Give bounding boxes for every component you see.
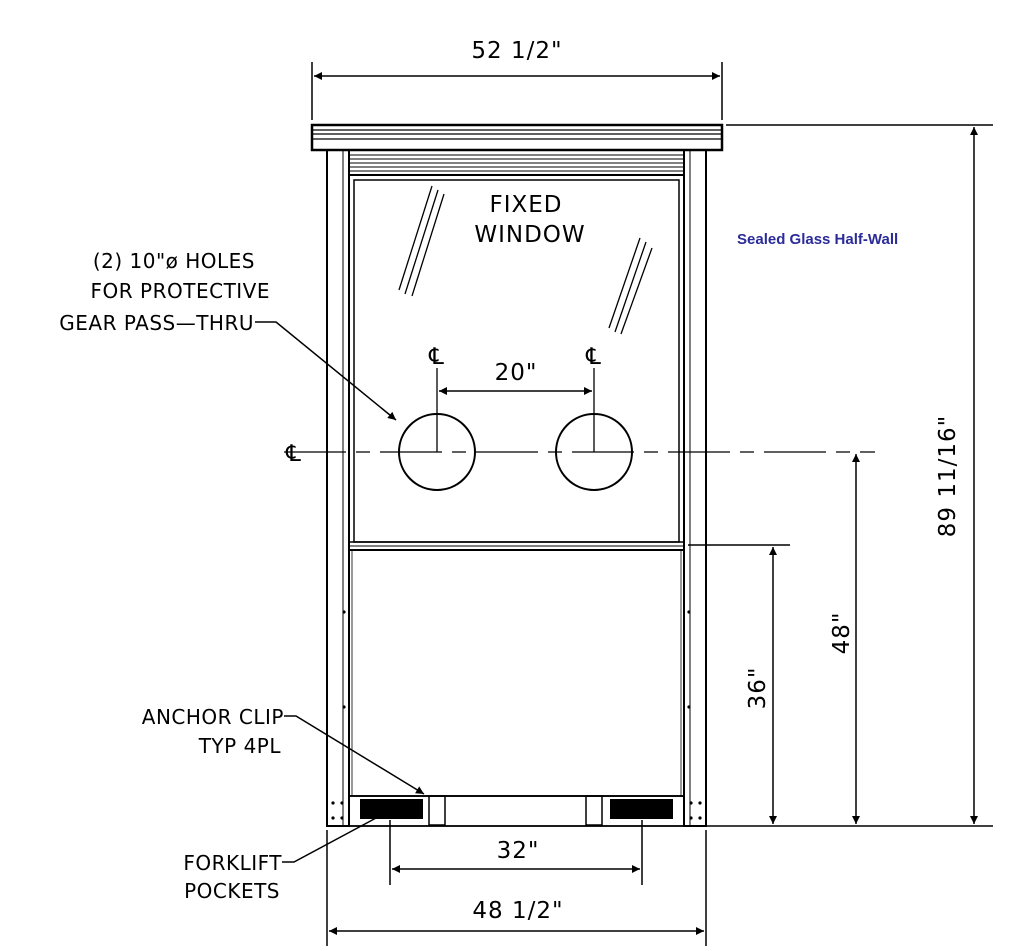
- holes-note-line3: GEAR PASS—THRU: [59, 311, 254, 335]
- anchor-clip-note: ANCHOR CLIP TYP 4PL: [142, 705, 425, 795]
- pass-thru-holes: ℄ ℄ ℄ 20": [284, 344, 875, 491]
- height-dimensions: 89 11/16" 48" 36": [688, 124, 993, 827]
- forklift-note-line1: FORKLIFT: [183, 851, 282, 875]
- holes-note-line2: FOR PROTECTIVE: [91, 279, 270, 303]
- holes-note-line1: (2) 10"ø HOLES: [93, 249, 255, 273]
- forklift-note-line2: POCKETS: [184, 879, 280, 903]
- fixed-window: FIXED WINDOW: [348, 174, 685, 551]
- top-width-label: 52 1/2": [471, 38, 562, 64]
- centerline-symbol-right: ℄: [585, 344, 602, 370]
- rivet: [687, 610, 691, 614]
- rivet: [342, 705, 346, 709]
- top-width-dimension: 52 1/2": [311, 38, 723, 120]
- base-skid: [348, 795, 685, 827]
- height-36-label: 36": [745, 667, 771, 710]
- right-post: [683, 149, 707, 827]
- wall-unit: FIXED WINDOW: [310, 123, 724, 827]
- rivet: [698, 801, 702, 805]
- window-label-line2: WINDOW: [474, 222, 585, 248]
- centerline-symbol-left: ℄: [428, 344, 445, 370]
- pocket-spacing-label: 32": [497, 838, 540, 864]
- glare-marks: [398, 185, 653, 335]
- rivet: [687, 705, 691, 709]
- header-band: [348, 149, 685, 176]
- holes-note: (2) 10"ø HOLES FOR PROTECTIVE GEAR PASS—…: [59, 249, 397, 421]
- window-label-line1: FIXED: [489, 192, 562, 218]
- rivet: [689, 801, 693, 805]
- anchor-clip-right: [585, 795, 603, 826]
- rivet: [331, 816, 335, 820]
- height-48-label: 48": [829, 612, 855, 655]
- bottom-dimensions: 32" 48 1/2": [326, 820, 707, 946]
- forklift-pocket-left: [360, 799, 423, 819]
- lower-panel: [331, 549, 702, 820]
- hole-spacing-label: 20": [495, 360, 538, 386]
- left-post: [326, 149, 350, 827]
- anchor-clip-left: [428, 795, 446, 826]
- rivet: [331, 801, 335, 805]
- centerline-symbol-horizontal: ℄: [285, 441, 302, 467]
- rivet: [342, 610, 346, 614]
- anchor-note-line1: ANCHOR CLIP: [142, 705, 284, 729]
- rivet: [689, 816, 693, 820]
- sealed-glass-callout: Sealed Glass Half-Wall: [737, 231, 898, 248]
- anchor-note-line2: TYP 4PL: [198, 734, 282, 758]
- forklift-pocket-right: [610, 799, 673, 819]
- roof-cap: [310, 123, 724, 152]
- rivet: [340, 816, 344, 820]
- forklift-note: FORKLIFT POCKETS: [183, 809, 392, 903]
- rivet: [698, 816, 702, 820]
- bottom-width-label: 48 1/2": [472, 898, 563, 924]
- rivet: [340, 801, 344, 805]
- overall-height-label: 89 11/16": [935, 415, 961, 537]
